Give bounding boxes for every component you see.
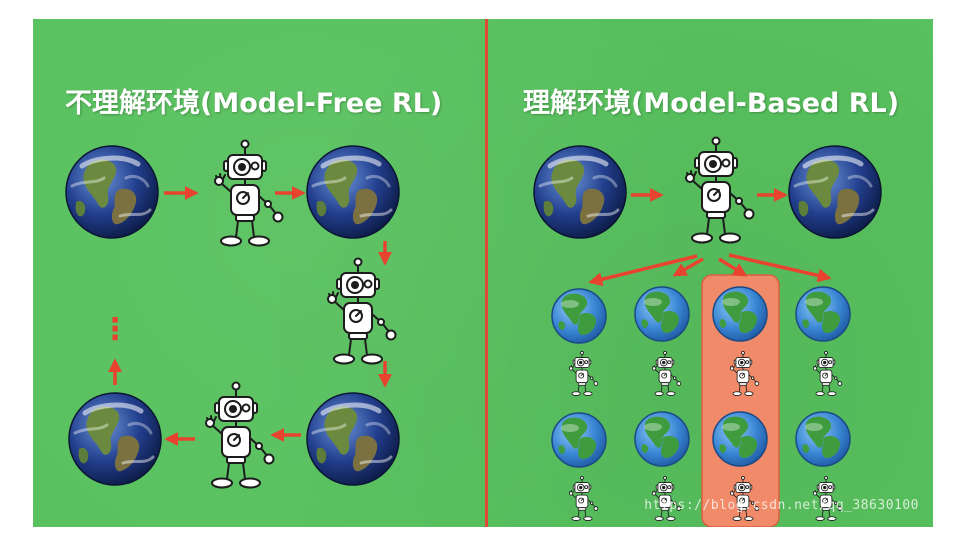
arrow-branch [672,257,704,277]
robot-icon [651,351,682,396]
slide: 不理解环境(Model-Free RL) 理解环境(Model-Based RL… [33,19,933,527]
arrow-branch [718,257,748,277]
robot-icon [214,139,284,247]
robot-icon [205,381,275,489]
earth-globe-icon [712,286,768,342]
earth-globe-icon [789,146,881,238]
ellipsis: ⋮ [100,312,130,347]
earth-globe-icon [795,286,851,342]
robot-icon [568,476,599,521]
earth-globe-icon [551,412,607,468]
rl-diagram: ⋮ [33,136,933,527]
robot-icon [685,136,755,244]
title-model-based: 理解环境(Model-Based RL) [523,88,900,119]
earth-globe-icon [307,146,399,238]
earth-globe-icon [712,411,768,467]
earth-globe-icon [634,411,690,467]
earth-globe-icon [69,393,161,485]
earth-globe-icon [534,146,626,238]
panel-divider [485,19,488,527]
robot-icon [327,257,397,365]
earth-globe-icon [66,146,158,238]
watermark: https://blog.csdn.net/qq_38630100 [644,498,919,513]
title-model-free: 不理解环境(Model-Free RL) [65,88,443,119]
arrow-branch [588,254,698,287]
earth-globe-icon [307,393,399,485]
earth-globe-icon [634,286,690,342]
robot-icon [568,351,599,396]
robot-icon [812,351,843,396]
arrow-branch [728,253,832,283]
earth-globe-icon [795,411,851,467]
earth-globe-icon [551,288,607,344]
